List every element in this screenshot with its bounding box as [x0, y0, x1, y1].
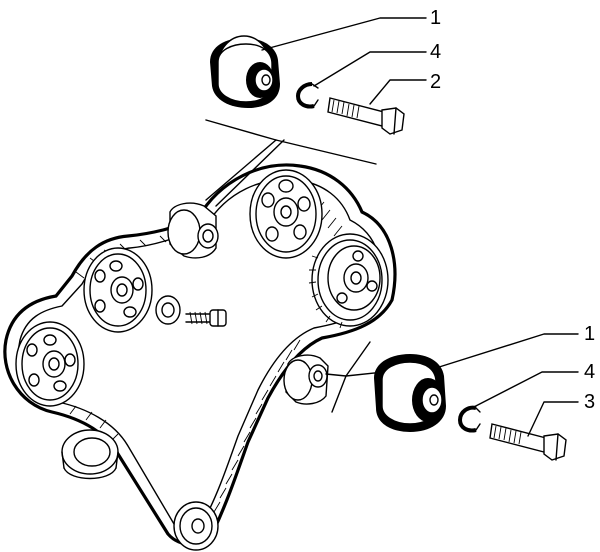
callout-bolt-top: 2 — [430, 71, 441, 93]
pulley-bottom — [173, 501, 219, 551]
camshaft-pulley-upper — [249, 169, 323, 259]
callout-roller-bottom: 1 — [584, 323, 595, 345]
callout-roller-top: 1 — [430, 7, 441, 29]
tensioner-ring — [61, 429, 119, 480]
circlip-top — [295, 82, 319, 109]
installed-idler-lower — [283, 354, 329, 405]
leader-lines — [261, 17, 579, 437]
callout-bolt-bottom: 3 — [584, 391, 595, 413]
installed-idler-upper — [167, 202, 219, 259]
roller-bottom — [374, 354, 446, 432]
roller-top — [210, 35, 280, 108]
pulley-left-upper — [83, 247, 153, 333]
bolt-top — [327, 97, 405, 135]
circlip-bottom — [457, 405, 481, 433]
callout-circlip-bottom: 4 — [584, 361, 595, 383]
assembly-lines — [205, 119, 385, 413]
bolt-bottom — [489, 423, 567, 461]
centre-washer-screw — [155, 295, 227, 327]
toothed-pulley-right — [308, 233, 389, 329]
pulley-left-lower — [15, 321, 85, 407]
callout-circlip-top: 4 — [430, 41, 441, 63]
